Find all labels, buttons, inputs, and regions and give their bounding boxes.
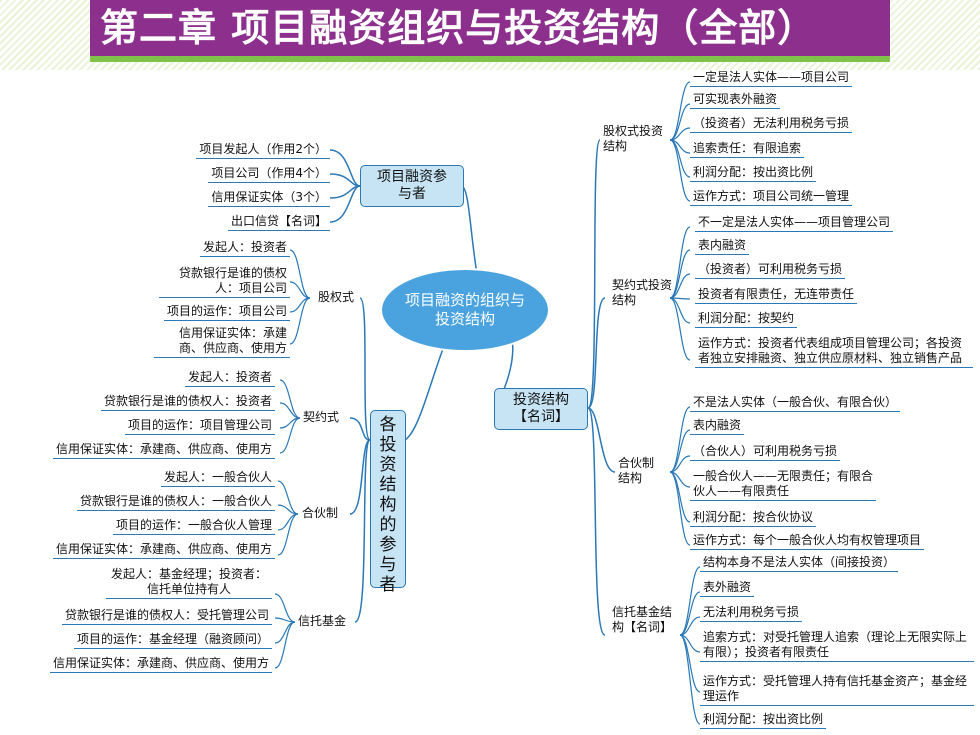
participants-box-label: 项目融资参与者 [377,169,447,202]
left-group-item: 贷款银行是谁的债权人：项目公司 [159,266,290,298]
structure-participants-box: 各投资结构的参与者 [370,410,406,595]
right-group-item: 结构本身不是法人实体（间接投资） [700,555,899,572]
left-group-item: 项目的运作：项目公司 [163,304,290,321]
left-group-item: 贷款银行是谁的债权人：受托管理公司 [61,608,272,625]
right-group-item: 利润分配：按合伙协议 [690,510,817,527]
left-group-item: 发起人：投资者 [184,370,275,387]
structure-participants-label: 各投资结构的参与者 [379,415,397,595]
left-group-item: 项目的运作：基金经理（融资顾问） [73,632,272,649]
right-group-item: 一定是法人实体——项目公司 [690,70,853,87]
right-group-label: 股权式投资结构 [603,124,664,153]
right-group-item: 利润分配：按出资比例 [690,165,817,182]
right-group-item: （合伙人）可利用税务亏损 [690,444,841,461]
right-group-item: 追索方式：对受托管理人追索（理论上无限实际上有限）；投资者有限责任 [700,630,974,662]
left-group-label: 合伙制 [302,506,339,520]
left-group-item: 信用保证实体：承建商、供应商、使用方 [49,656,272,673]
right-group-item: 追索责任：有限追索 [690,141,805,158]
left-group-item: 信用保证实体：承建商、供应商、使用方 [52,542,275,559]
right-group-label: 信托基金结构【名词】 [612,605,673,634]
left-group-label: 信托基金 [298,614,347,628]
right-group-item: 不一定是法人实体——项目管理公司 [695,215,894,232]
title-underline [90,56,890,62]
participant-item: 出口信贷【名词】 [227,214,330,231]
right-group-label: 契约式投资结构 [612,278,673,307]
left-group-item: 信用保证实体：承建商、供应商、使用方 [154,326,290,358]
right-group-item: 利润分配：按出资比例 [700,712,827,729]
page-title: 第二章 项目融资组织与投资结构（全部） [90,0,890,56]
investment-structure-label: 投资结构【名词】 [513,392,569,425]
right-group-item: 表内融资 [695,238,750,255]
right-group-item: 可实现表外融资 [690,92,781,109]
right-group-item: 运作方式：每个一般合伙人均有权管理项目 [690,533,925,550]
central-topic-label: 项目融资的组织与投资结构 [404,291,525,328]
right-group-item: 运作方式：受托管理人持有信托基金资产；基金经理运作 [700,674,974,706]
participant-item: 项目公司（作用4个） [208,166,330,183]
left-group-item: 发起人：基金经理；投资者：信托单位持有人 [106,567,272,599]
right-group-item: 表内融资 [690,418,745,435]
right-group-item: 运作方式：投资者代表组成项目管理公司；各投资者独立安排融资、独立供应原材料、独立… [695,336,973,368]
left-group-item: 项目的运作：一般合伙人管理 [112,518,275,535]
central-topic: 项目融资的组织与投资结构 [380,268,550,352]
left-group-label: 股权式 [318,290,355,304]
investment-structure-box: 投资结构【名词】 [494,388,588,430]
left-group-item: 贷款银行是谁的债权人：投资者 [100,394,275,411]
right-group-item: 利润分配：按契约 [695,311,798,328]
participants-box: 项目融资参与者 [360,165,464,207]
left-group-label: 契约式 [303,410,340,424]
right-group-item: （投资者）可利用税务亏损 [695,262,846,279]
right-group-item: 无法利用税务亏损 [700,605,803,622]
right-group-item: 一般合伙人——无限责任；有限合伙人——有限责任 [690,469,876,501]
right-group-item: 运作方式：项目公司统一管理 [690,189,853,206]
right-group-item: 表外融资 [700,580,755,597]
left-group-item: 项目的运作：项目管理公司 [124,418,275,435]
right-group-item: 投资者有限责任，无连带责任 [695,287,858,304]
right-group-item: （投资者）无法利用税务亏损 [690,116,853,133]
left-group-item: 发起人：一般合伙人 [160,470,275,487]
left-group-item: 贷款银行是谁的债权人：一般合伙人 [76,494,275,511]
left-group-item: 发起人：投资者 [199,240,290,257]
participant-item: 项目发起人（作用2个） [196,142,330,159]
right-group-label: 合伙制结构 [618,456,655,485]
right-group-item: 不是法人实体（一般合伙、有限合伙） [690,395,901,412]
participant-item: 信用保证实体（3个） [208,190,330,207]
left-group-item: 信用保证实体：承建商、供应商、使用方 [52,442,275,459]
